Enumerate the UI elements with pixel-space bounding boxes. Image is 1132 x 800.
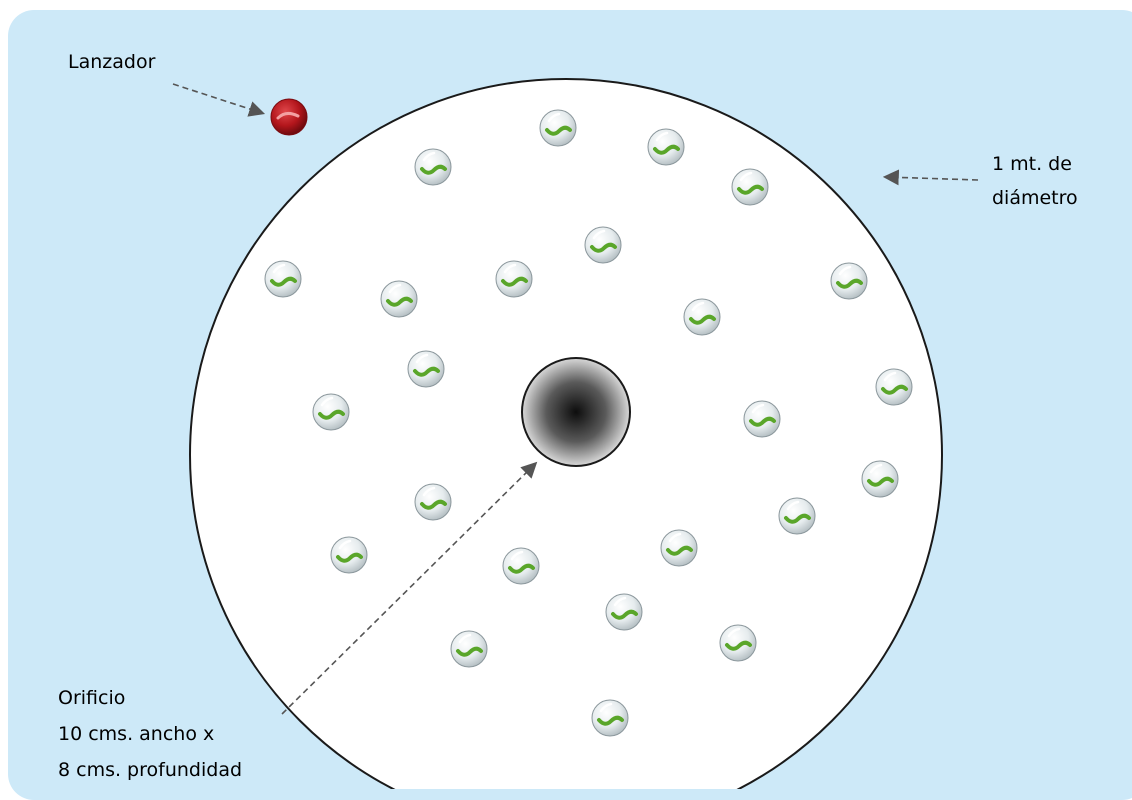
green-swirl-marble-icon bbox=[743, 400, 781, 438]
green-swirl-marble-icon bbox=[875, 368, 913, 406]
green-swirl-marble-icon bbox=[414, 148, 452, 186]
green-swirl-marble-icon bbox=[414, 483, 452, 521]
green-swirl-marble-icon bbox=[584, 226, 622, 264]
green-swirl-marble-icon bbox=[647, 128, 685, 166]
green-swirl-marble-icon bbox=[264, 260, 302, 298]
launcher-marble-icon bbox=[270, 98, 308, 136]
green-swirl-marble-icon bbox=[407, 350, 445, 388]
diameter-leader-line bbox=[882, 169, 979, 186]
marbles-group bbox=[264, 109, 913, 737]
diameter-label-line1: 1 mt. de bbox=[992, 153, 1072, 175]
diameter-label-line2: diámetro bbox=[992, 187, 1078, 209]
green-swirl-marble-icon bbox=[591, 699, 629, 737]
green-swirl-marble-icon bbox=[660, 529, 698, 567]
green-swirl-marble-icon bbox=[330, 536, 368, 574]
green-swirl-marble-icon bbox=[731, 168, 769, 206]
green-swirl-marble-icon bbox=[495, 260, 533, 298]
hole-label-line1: Orificio bbox=[58, 687, 125, 709]
green-swirl-marble-icon bbox=[312, 393, 350, 431]
green-swirl-marble-icon bbox=[605, 593, 643, 631]
hole-label-line2: 10 cms. ancho x bbox=[58, 723, 214, 745]
launcher-label: Lanzador bbox=[68, 51, 156, 73]
green-swirl-marble-icon bbox=[450, 630, 488, 668]
green-swirl-marble-icon bbox=[830, 262, 868, 300]
launcher-leader-line bbox=[172, 83, 266, 117]
green-swirl-marble-icon bbox=[539, 109, 577, 147]
green-swirl-marble-icon bbox=[861, 460, 899, 498]
green-swirl-marble-icon bbox=[380, 280, 418, 318]
green-swirl-marble-icon bbox=[778, 497, 816, 535]
green-swirl-marble-icon bbox=[719, 624, 757, 662]
hole-label-line3: 8 cms. profundidad bbox=[58, 759, 242, 781]
green-swirl-marble-icon bbox=[683, 298, 721, 336]
hole bbox=[521, 357, 631, 467]
green-swirl-marble-icon bbox=[502, 547, 540, 585]
